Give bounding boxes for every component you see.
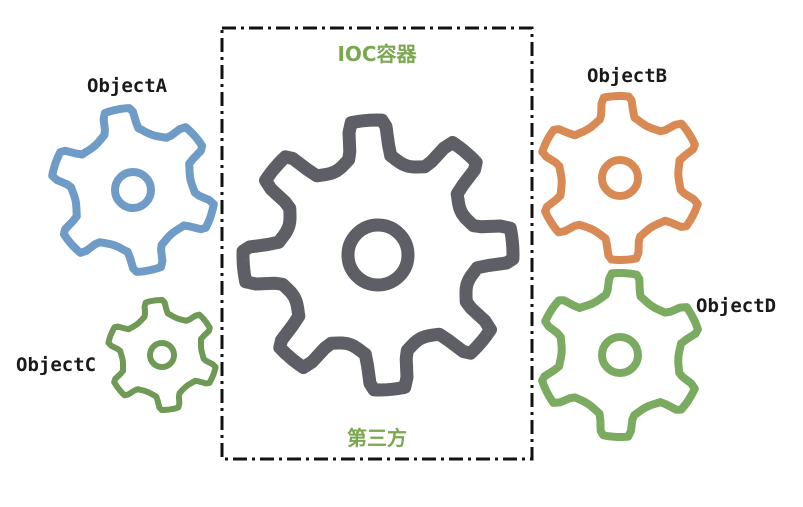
center-gear-hub (341, 218, 415, 292)
object-b-label: ObjectB (587, 65, 667, 87)
object-d-gear-icon (538, 269, 702, 441)
ioc-container-box (220, 26, 534, 461)
object-d-label: ObjectD (696, 295, 776, 317)
object-c-gear-hub (147, 340, 177, 370)
object-c-gear-outline (105, 297, 219, 413)
center-gear-icon (236, 113, 520, 397)
object-a-gear-hub (111, 168, 155, 212)
center-gear-outline (236, 113, 520, 397)
object-a-gear-outline (48, 104, 218, 276)
object-b-gear-hub (598, 156, 642, 200)
object-d-gear-hub (598, 333, 642, 377)
object-d-gear-outline (538, 269, 702, 441)
ioc-container-title: IOC容器 (337, 42, 417, 66)
object-a-gear-icon (48, 104, 218, 276)
object-c-gear-icon (105, 297, 219, 413)
third-party-label: 第三方 (347, 426, 407, 450)
object-b-gear-icon (538, 92, 702, 264)
object-c-label: ObjectC (16, 354, 96, 376)
object-a-label: ObjectA (87, 75, 168, 97)
object-b-gear-outline (538, 92, 702, 264)
